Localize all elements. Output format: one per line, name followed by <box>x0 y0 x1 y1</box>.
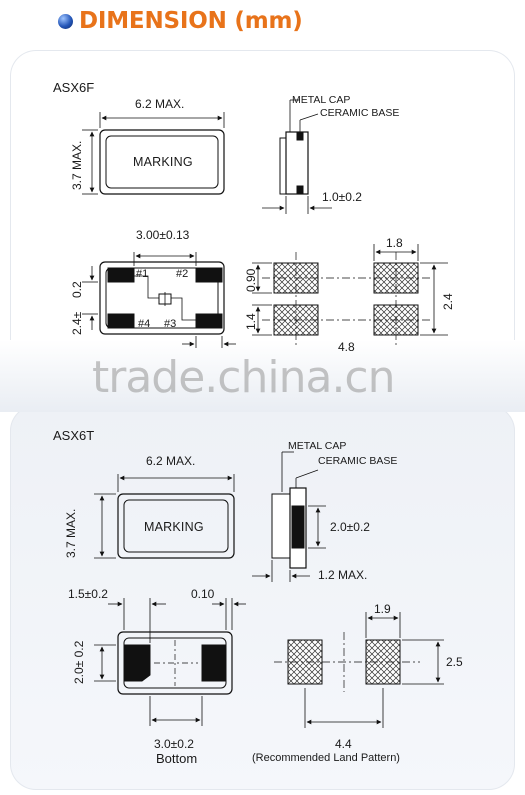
bullet-ball-icon <box>58 13 73 29</box>
asx6f-land-height-bottom-label: 1.4 <box>244 313 258 330</box>
asx6t-land-caption: (Recommended Land Pattern) <box>252 752 400 764</box>
asx6f-pin3-label: #3 <box>164 318 177 330</box>
asx6f-metal-cap-label: METAL CAP <box>292 94 351 106</box>
asx6t-bottom-label: Bottom <box>156 751 198 766</box>
asx6f-panel <box>10 50 515 380</box>
asx6f-top-view <box>82 112 225 195</box>
asx6f-land-width-label: 1.8 <box>386 236 403 250</box>
section-header: DIMENSION (mm) <box>58 6 303 36</box>
asx6t-bottom-view <box>94 598 246 726</box>
asx6t-metal-cap-label: METAL CAP <box>288 440 347 452</box>
asx6f-pad-gap-label: 0.2 <box>70 281 84 298</box>
asx6t-land-width-label: 1.9 <box>374 602 391 616</box>
asx6f-pad-height-label: 2.4± <box>70 311 84 335</box>
asx6t-panel <box>10 405 515 790</box>
asx6f-land-spacing-label: 4.8 <box>338 340 355 354</box>
asx6t-ceramic-base-label: CERAMIC BASE <box>318 455 398 467</box>
asx6f-width-label: 6.2 MAX. <box>135 97 185 111</box>
asx6f-height-label: 3.7 MAX. <box>70 140 84 190</box>
asx6f-bottom-view <box>82 252 236 348</box>
asx6f-marking-label: MARKING <box>133 155 193 169</box>
asx6f-land-height-top-label: 0.90 <box>244 268 258 292</box>
asx6f-pin4-label: #4 <box>138 318 151 330</box>
asx6t-width-label: 6.2 MAX. <box>146 454 196 468</box>
asx6t-marking-label: MARKING <box>144 520 204 534</box>
asx6f-side-view <box>262 99 332 214</box>
asx6f-thickness-label: 1.0±0.2 <box>322 190 362 204</box>
asx6f-pin2-label: #2 <box>176 268 189 280</box>
asx6f-land-total-label: 2.4 <box>441 293 455 310</box>
fade-band <box>0 340 525 412</box>
asx6t-height-label: 3.7 MAX. <box>64 508 78 558</box>
asx6t-pad-pitch-label: 3.0±0.2 <box>154 737 194 751</box>
asx6f-land-pattern <box>252 244 448 346</box>
asx6t-land-pattern <box>274 612 444 728</box>
asx6t-land-height-label: 2.5 <box>446 655 463 669</box>
asx6t-title: ASX6T <box>53 428 95 443</box>
asx6f-pin1-label: #1 <box>136 268 149 280</box>
asx6f-pad-pitch-label: 3.00±0.13 <box>136 228 190 242</box>
watermark-text: trade.china.cn <box>92 352 396 403</box>
asx6t-pad-width-label: 1.5±0.2 <box>68 587 108 601</box>
asx6t-pad-edge-label: 0.10 <box>191 587 215 601</box>
header-title: DIMENSION (mm) <box>79 8 303 34</box>
asx6t-side-height-label: 2.0±0.2 <box>330 520 370 534</box>
asx6t-land-spacing-label: 4.4 <box>335 737 352 751</box>
asx6t-top-view <box>94 474 235 559</box>
asx6f-title: ASX6F <box>53 80 95 95</box>
asx6t-pad-height-label: 2.0± 0.2 <box>72 640 86 684</box>
asx6t-side-view <box>252 451 326 582</box>
asx6f-ceramic-base-label: CERAMIC BASE <box>320 107 400 119</box>
asx6t-thickness-label: 1.2 MAX. <box>318 568 368 582</box>
